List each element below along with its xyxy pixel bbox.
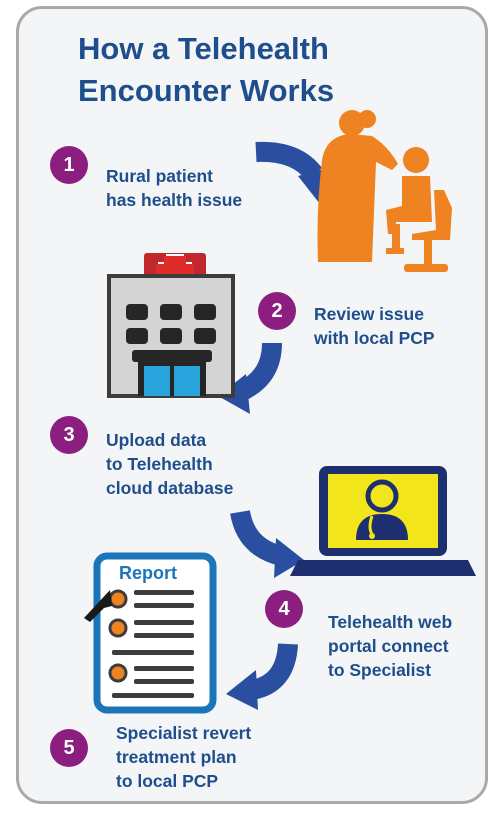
cursor-icon [84,590,112,622]
flow-arrow-3-icon [230,509,304,578]
hospital-icon [107,253,235,398]
step-4-number: 4 [265,590,303,628]
step-1-number: 1 [50,146,88,184]
step-3-text: Upload data to Telehealth cloud database [106,430,234,498]
report-label: Report [119,563,177,583]
step-3-number: 3 [50,416,88,454]
flow-arrow-4-icon [226,643,298,710]
step-1-text: Rural patient has health issue [106,166,243,210]
step-2-number: 2 [258,292,296,330]
step-4-text: Telehealth web portal connect to Special… [328,612,453,680]
report-icon [93,552,217,714]
infographic-title: How a Telehealth Encounter Works [78,31,335,108]
step-5-number: 5 [50,729,88,767]
patient-doctor-icon [317,110,452,272]
step-2-text: Review issue with local PCP [314,304,435,348]
step-5-text: Specialist revert treatment plan to loca… [116,723,252,791]
laptop-doctor-icon [290,466,476,576]
